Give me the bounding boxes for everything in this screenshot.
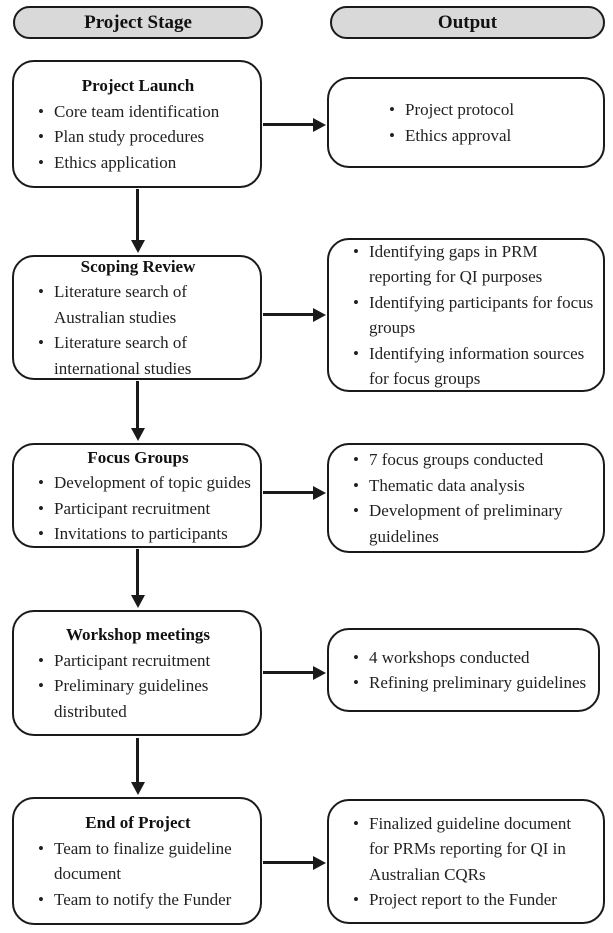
stage-title: Scoping Review <box>80 256 196 276</box>
bullet-item: Literature search of Australian studies <box>24 279 252 330</box>
output-bullet-list: Finalized guideline document for PRMs re… <box>339 811 595 913</box>
output-box-end-of-project: Finalized guideline document for PRMs re… <box>327 799 605 924</box>
bullet-item: Core team identification <box>24 99 252 125</box>
arrow-down-icon <box>130 738 145 795</box>
column-header-project-stage: Project Stage <box>13 6 263 39</box>
stage-box-focus-groups: Focus Groups Development of topic guides… <box>12 443 262 548</box>
column-header-label: Output <box>437 11 498 33</box>
bullet-item: Identifying information sources for focu… <box>339 341 595 392</box>
arrow-down-icon <box>130 381 145 441</box>
bullet-item: Plan study procedures <box>24 124 252 150</box>
bullet-item: Ethics approval <box>375 123 595 149</box>
bullet-item: Invitations to participants <box>24 521 252 547</box>
stage-bullet-list: Literature search of Australian studies … <box>24 279 252 381</box>
output-bullet-list: 4 workshops conducted Refining prelimina… <box>339 645 590 696</box>
arrow-right-icon <box>263 117 326 132</box>
bullet-item: Identifying participants for focus group… <box>339 290 595 341</box>
bullet-item: Finalized guideline document for PRMs re… <box>339 811 595 888</box>
output-bullet-list: Project protocol Ethics approval <box>339 97 595 148</box>
stage-box-end-of-project: End of Project Team to finalize guidelin… <box>12 797 262 925</box>
output-box-project-launch: Project protocol Ethics approval <box>327 77 605 168</box>
stage-title: Project Launch <box>81 76 195 95</box>
stage-bullet-list: Development of topic guides Participant … <box>24 470 252 547</box>
arrow-right-icon <box>263 307 326 322</box>
arrow-down-icon <box>130 189 145 253</box>
output-box-workshop-meetings: 4 workshops conducted Refining prelimina… <box>327 628 600 712</box>
bullet-item: Preliminary guidelines distributed <box>24 673 252 724</box>
bullet-item: Participant recruitment <box>24 496 252 522</box>
output-box-focus-groups: 7 focus groups conducted Thematic data a… <box>327 443 605 553</box>
bullet-item: Development of preliminary guidelines <box>339 498 595 549</box>
stage-bullet-list: Core team identification Plan study proc… <box>24 99 252 176</box>
column-header-output: Output <box>330 6 605 39</box>
bullet-item: Ethics application <box>24 150 252 176</box>
bullet-item: 7 focus groups conducted <box>339 447 595 473</box>
bullet-item: Thematic data analysis <box>339 473 595 499</box>
bullet-item: Team to finalize guideline document <box>24 836 252 887</box>
bullet-item: 4 workshops conducted <box>339 645 590 671</box>
bullet-item: Development of topic guides <box>24 470 252 496</box>
bullet-item: Team to notify the Funder <box>24 887 252 913</box>
arrow-right-icon <box>263 855 326 870</box>
bullet-item: Project report to the Funder <box>339 887 595 913</box>
stage-box-project-launch: Project Launch Core team identification … <box>12 60 262 188</box>
arrow-right-icon <box>263 485 326 500</box>
stage-title: Focus Groups <box>87 447 189 467</box>
bullet-item: Refining preliminary guidelines <box>339 670 590 696</box>
output-bullet-list: Identifying gaps in PRM reporting for QI… <box>339 239 595 392</box>
output-bullet-list: 7 focus groups conducted Thematic data a… <box>339 447 595 549</box>
stage-bullet-list: Team to finalize guideline document Team… <box>24 836 252 913</box>
stage-box-workshop-meetings: Workshop meetings Participant recruitmen… <box>12 610 262 736</box>
column-header-label: Project Stage <box>84 11 192 33</box>
stage-bullet-list: Participant recruitment Preliminary guid… <box>24 648 252 725</box>
bullet-item: Participant recruitment <box>24 648 252 674</box>
stage-title: End of Project <box>85 813 191 832</box>
bullet-item: Project protocol <box>375 97 595 123</box>
stage-box-scoping-review: Scoping Review Literature search of Aust… <box>12 255 262 380</box>
stage-title: Workshop meetings <box>65 625 211 644</box>
bullet-item: Identifying gaps in PRM reporting for QI… <box>339 239 595 290</box>
output-box-scoping-review: Identifying gaps in PRM reporting for QI… <box>327 238 605 392</box>
bullet-item: Literature search of international studi… <box>24 330 252 381</box>
arrow-right-icon <box>263 665 326 680</box>
arrow-down-icon <box>130 549 145 608</box>
